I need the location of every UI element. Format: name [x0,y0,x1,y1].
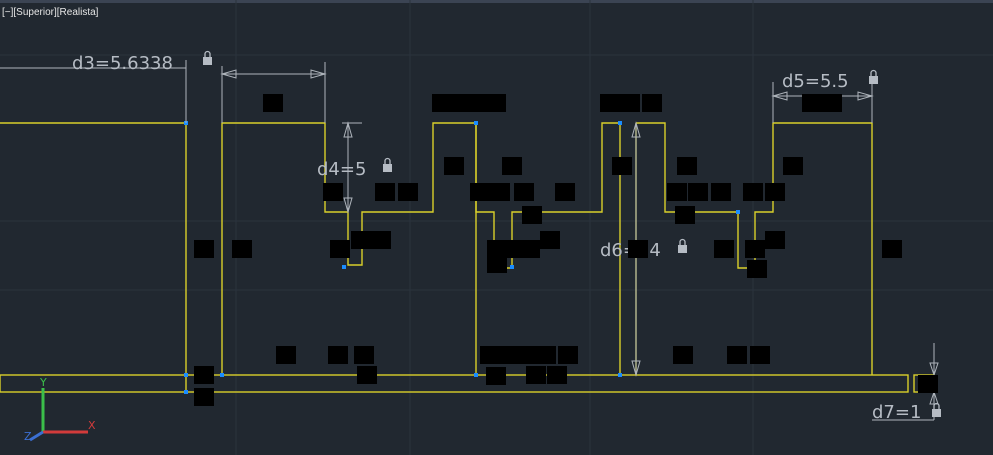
lock-icon [869,69,878,84]
dimension-d3[interactable]: d3=5.6338 [0,50,327,124]
dimension-d7[interactable]: d7=1 [872,343,941,423]
ucs-icon[interactable]: Y X Z [24,376,96,443]
dimension-d7-text[interactable]: d7=1 [872,402,921,423]
dimension-d5-text[interactable]: d5=5.5 [782,71,849,92]
base-plate[interactable] [0,374,909,393]
dimension-d4-text[interactable]: d4=5 [317,159,366,180]
viewport-top-border [0,0,993,3]
left-wall[interactable] [0,122,187,392]
lock-icon [678,238,687,253]
dimension-d3-text[interactable]: d3=5.6338 [72,53,173,74]
lock-icon [383,157,392,172]
ucs-x-label: X [88,419,96,432]
ucs-z-label: Z [24,430,32,443]
lock-icon [203,50,212,65]
castellated-outline[interactable] [221,122,477,375]
ucs-y-label: Y [39,376,47,389]
viewport-controls-label[interactable]: [−][Superior][Realista] [2,7,99,18]
constraint-glyphs[interactable] [194,94,938,406]
dimension-d4[interactable]: d4=5 [317,121,392,214]
lock-icon [932,402,941,417]
